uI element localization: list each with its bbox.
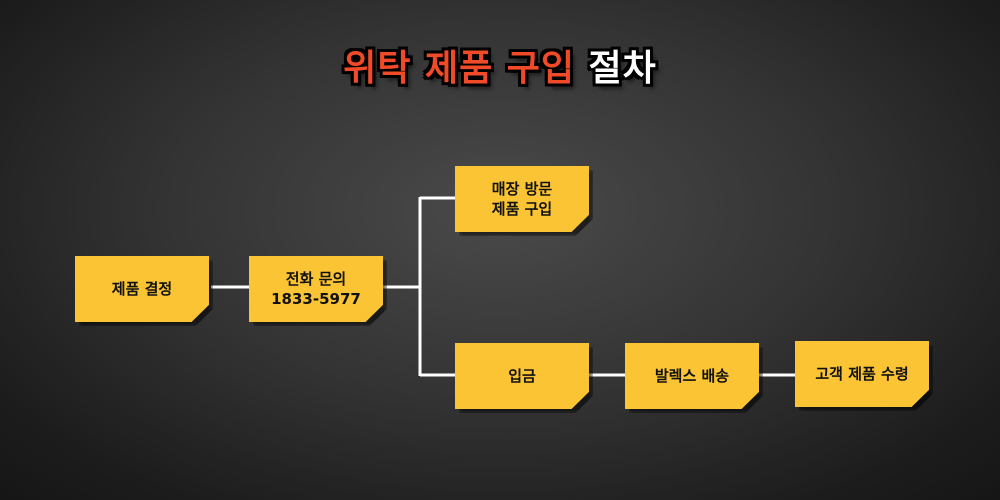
step-label: 발렉스 배송 bbox=[654, 367, 730, 385]
step-label: 전화 문의 bbox=[285, 270, 347, 288]
step-deposit: 입금 bbox=[455, 343, 589, 409]
step-label: 매장 방문 bbox=[491, 180, 553, 198]
step-label: 제품 구입 bbox=[491, 200, 553, 218]
step-label: 제품 결정 bbox=[111, 280, 173, 298]
step-label: 입금 bbox=[508, 367, 536, 385]
title-accent: 위탁 제품 구입 bbox=[343, 48, 575, 89]
title-rest: 절차 bbox=[588, 48, 657, 89]
step-phone-inquiry: 전화 문의 1833-5977 bbox=[249, 256, 383, 322]
step-delivery: 발렉스 배송 bbox=[625, 343, 759, 409]
step-store-visit: 매장 방문 제품 구입 bbox=[455, 166, 589, 232]
phone-number: 1833-5977 bbox=[271, 290, 361, 308]
step-customer-receipt: 고객 제품 수령 bbox=[795, 341, 929, 407]
step-label: 고객 제품 수령 bbox=[815, 365, 909, 383]
diagram-title: 위탁 제품 구입 절차 bbox=[0, 44, 1000, 94]
step-product-decision: 제품 결정 bbox=[75, 256, 209, 322]
